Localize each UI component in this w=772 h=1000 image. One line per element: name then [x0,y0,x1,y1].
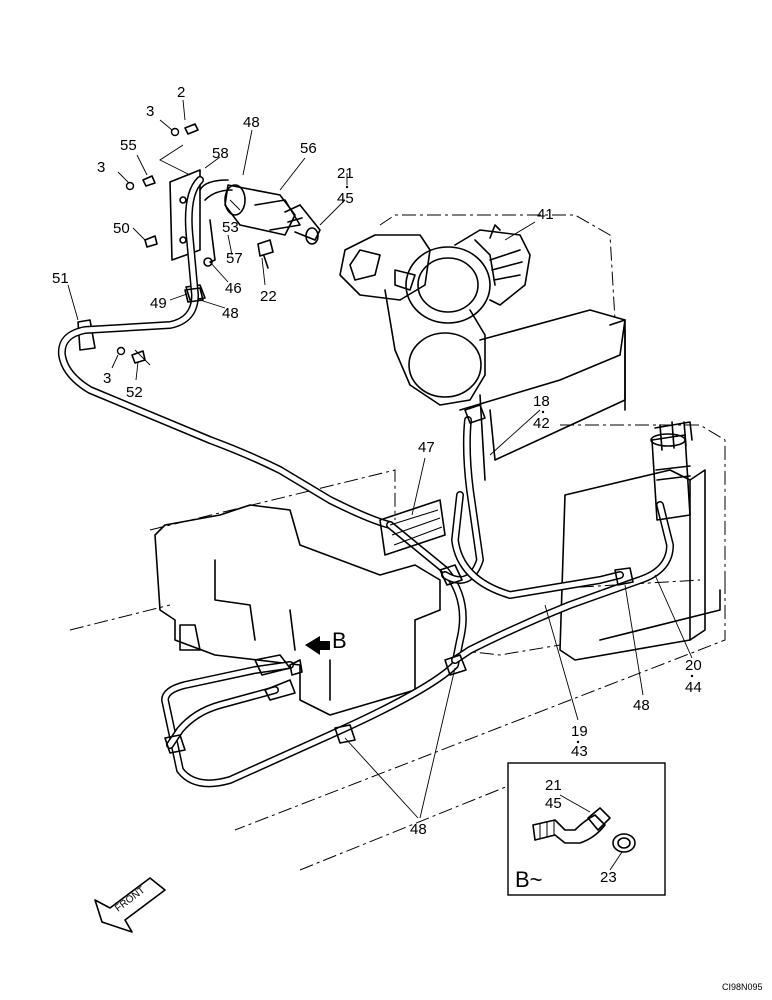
label-45b: 45 [545,795,562,812]
label-dots [345,185,694,744]
fasteners [77,123,274,364]
part-labels: 2 3 55 3 58 48 56 21 45 50 53 57 46 22 4… [52,84,702,838]
label-51: 51 [52,270,69,287]
label-57: 57 [226,250,243,267]
pipe-fittings-b [254,654,303,701]
label-48: 48 [410,821,427,838]
compressor-assembly [339,224,531,406]
front-arrow: FRONT [94,877,166,933]
accumulator [650,421,693,521]
label-45: 45 [337,190,354,207]
label-44: 44 [685,679,702,696]
label-3: 3 [146,103,154,120]
label-58: 58 [212,145,229,162]
detail-inset-b: 21 45 23 B~ [507,762,666,896]
label-19: 19 [571,723,588,740]
label-42: 42 [533,415,550,432]
receiver-dryer [169,169,321,267]
label-43: 43 [571,743,588,760]
label-3: 3 [97,159,105,176]
label-46: 46 [225,280,242,297]
expansion-valve [379,499,446,556]
label-48: 48 [222,305,239,322]
label-22: 22 [260,288,277,305]
label-2: 2 [177,84,185,101]
label-21b: 21 [545,777,562,794]
label-3: 3 [103,370,111,387]
label-48: 48 [243,114,260,131]
figure-code: CI98N095 [722,982,763,992]
view-arrow-label: B [332,628,347,653]
label-56: 56 [300,140,317,157]
label-23: 23 [600,869,617,886]
label-49: 49 [150,295,167,312]
radiator-frame [459,309,721,661]
leader-lines [67,99,693,819]
label-52: 52 [126,384,143,401]
label-50: 50 [113,220,130,237]
view-arrow-b: B [305,628,347,655]
engine-block [154,504,441,716]
hose-clamps [164,287,634,754]
label-55: 55 [120,137,137,154]
label-41: 41 [537,206,554,223]
label-18: 18 [533,393,550,410]
label-47: 47 [418,439,435,456]
inset-label: B~ [515,867,543,892]
label-20: 20 [685,657,702,674]
label-21: 21 [337,165,354,182]
front-label: FRONT [113,885,147,915]
label-53: 53 [222,219,239,236]
hoses [57,176,674,788]
label-48: 48 [633,697,650,714]
